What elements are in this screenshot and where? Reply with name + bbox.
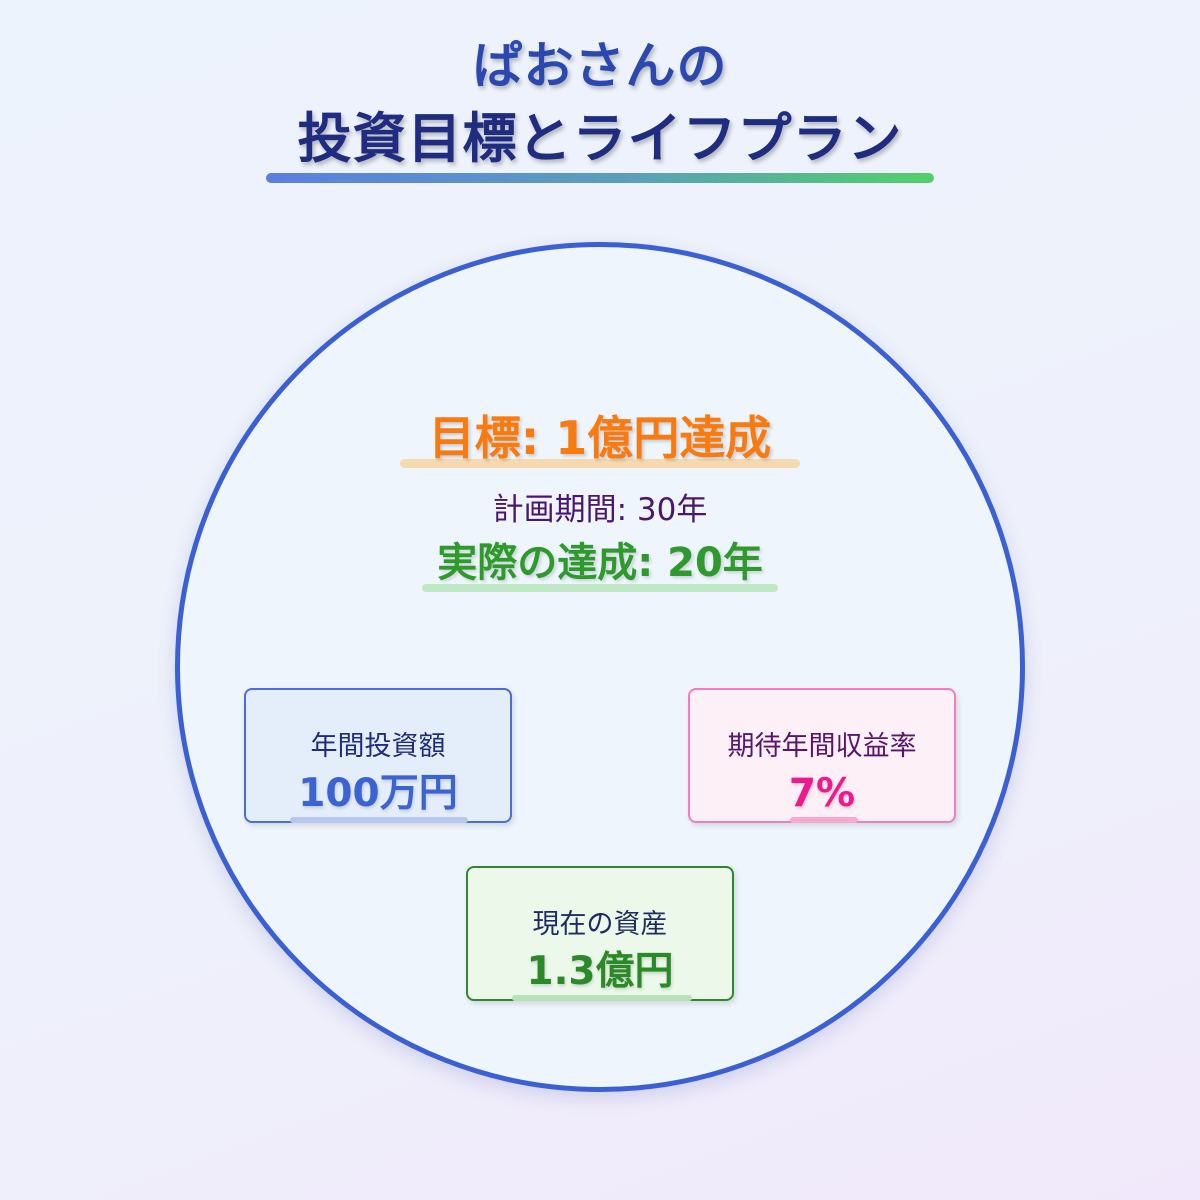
page-title-line-2: 投資目標とライフプラン xyxy=(297,107,903,170)
expected-return-label: 期待年間収益率 xyxy=(727,731,917,762)
title-underline xyxy=(266,173,934,183)
expected-return-value: 7% xyxy=(788,771,856,816)
goal-headline: 目標: 1億円達成 xyxy=(428,411,772,465)
page-title-line-1: ぱおさんの xyxy=(472,37,728,95)
current-assets-underline xyxy=(512,995,692,1001)
actual-achievement: 実際の達成: 20年 xyxy=(437,540,763,586)
goal-underline xyxy=(400,459,800,468)
current-assets-label: 現在の資産 xyxy=(532,909,668,940)
actual-underline xyxy=(422,584,778,592)
current-assets-card: 現在の資産 1.3億円 xyxy=(466,866,734,1001)
expected-return-underline xyxy=(790,817,858,823)
annual-investment-value: 100万円 xyxy=(298,771,458,816)
expected-return-card: 期待年間収益率 7% xyxy=(688,688,956,823)
annual-investment-card: 年間投資額 100万円 xyxy=(244,688,512,823)
annual-investment-underline xyxy=(290,817,468,823)
planned-period: 計画期間: 30年 xyxy=(492,492,708,528)
current-assets-value: 1.3億円 xyxy=(526,949,674,994)
annual-investment-label: 年間投資額 xyxy=(310,731,446,762)
